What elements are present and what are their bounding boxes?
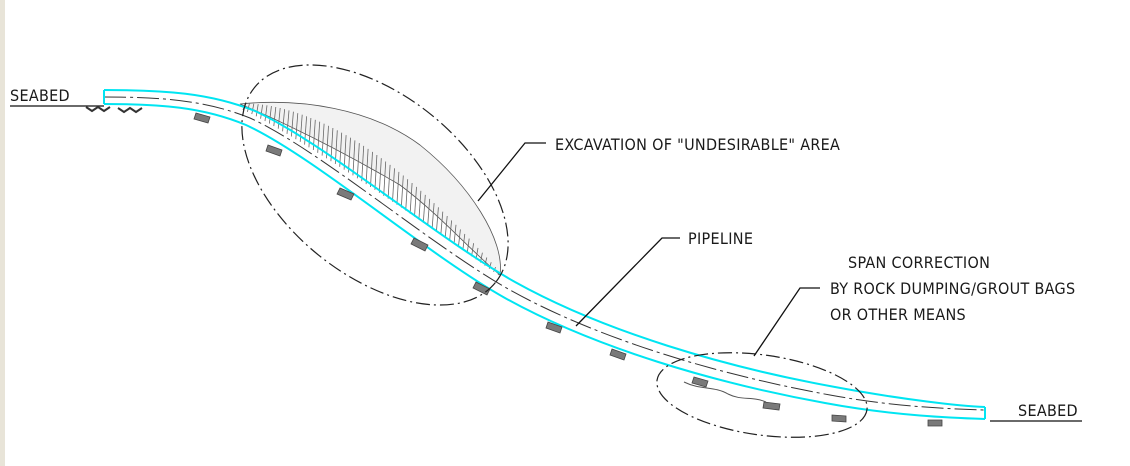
excavation-hatch-line xyxy=(396,171,400,205)
seabed-label-left: SEABED xyxy=(10,86,70,105)
span-correction-label-line2: BY ROCK DUMPING/GROUT BAGS xyxy=(830,279,1075,298)
pipeline-leader-line xyxy=(575,237,680,327)
excavation-hatch-line xyxy=(436,207,439,232)
excavation-leader-line xyxy=(477,142,546,202)
excavation-hatch-line xyxy=(422,194,426,223)
span-leader-line xyxy=(753,287,820,357)
excavation-hatch-line xyxy=(251,103,255,115)
excavation-hatch-line xyxy=(343,135,347,170)
excavation-hatch-line xyxy=(378,158,382,193)
excavation-hatch-line xyxy=(282,109,285,132)
excavation-hatch-line xyxy=(427,198,431,226)
excavation-hatch-line xyxy=(471,243,474,257)
excavation-hatch-line xyxy=(458,229,461,248)
excavation-hatch-line xyxy=(414,186,417,217)
excavation-hatch-line xyxy=(466,238,470,254)
excavation-hatch-line xyxy=(444,215,448,238)
span-correction-label-line1: SPAN CORRECTION xyxy=(848,253,990,272)
seabed-label-right: SEABED xyxy=(1018,401,1078,420)
excavation-hatch-line xyxy=(264,105,268,122)
excavation-hatch-line xyxy=(392,168,395,202)
excavation-hatch-line xyxy=(431,203,435,229)
pipeline-label: PIPELINE xyxy=(688,229,753,248)
excavation-hatch-line xyxy=(400,175,404,208)
excavation-hatch-line xyxy=(277,107,281,129)
excavation-hatch-line xyxy=(255,104,259,117)
excavation-hatch-line xyxy=(365,148,369,185)
excavation-hatch-line xyxy=(440,211,444,235)
excavation-hatch-line xyxy=(352,140,356,176)
excavation-hatch-line xyxy=(361,145,365,182)
excavation-hatch-line xyxy=(409,182,413,214)
excavation-hatch-line xyxy=(370,151,373,188)
excavation-hatch-line xyxy=(339,132,343,167)
excavation-hatch-line xyxy=(387,164,391,199)
excavation-hatch-line xyxy=(273,106,277,127)
span-correction-ellipse xyxy=(656,352,868,438)
excavation-hatch-line xyxy=(405,179,409,211)
excavation-hatch-line xyxy=(462,233,466,251)
excavation-hatch-line xyxy=(260,104,263,119)
left-edge-strip xyxy=(0,0,5,466)
excavation-hatch-line xyxy=(291,111,294,137)
excavation-ellipse xyxy=(241,64,509,306)
seabed-soil-marks-left xyxy=(85,105,143,114)
excavation-hatch-line xyxy=(286,110,290,134)
pipe-supports xyxy=(193,112,943,427)
excavation-hatch-line xyxy=(449,220,452,241)
pipeline-outline xyxy=(103,89,986,420)
span-seabed-profile xyxy=(683,381,767,403)
excavation-hatch-line xyxy=(374,154,378,190)
excavation-hatch-line xyxy=(453,224,457,245)
excavation-hatch-line xyxy=(348,137,351,173)
excavation-hatch-line xyxy=(356,143,360,179)
excavation-hatch-line xyxy=(295,113,299,140)
excavation-hatch-line xyxy=(418,190,422,220)
excavation-hatch-line xyxy=(383,161,387,196)
pipeline-centreline xyxy=(103,96,986,411)
excavation-hatch-line xyxy=(269,106,272,124)
span-correction-label-line3: OR OTHER MEANS xyxy=(830,305,966,324)
excavation-label: EXCAVATION OF "UNDESIRABLE" AREA xyxy=(555,135,840,154)
